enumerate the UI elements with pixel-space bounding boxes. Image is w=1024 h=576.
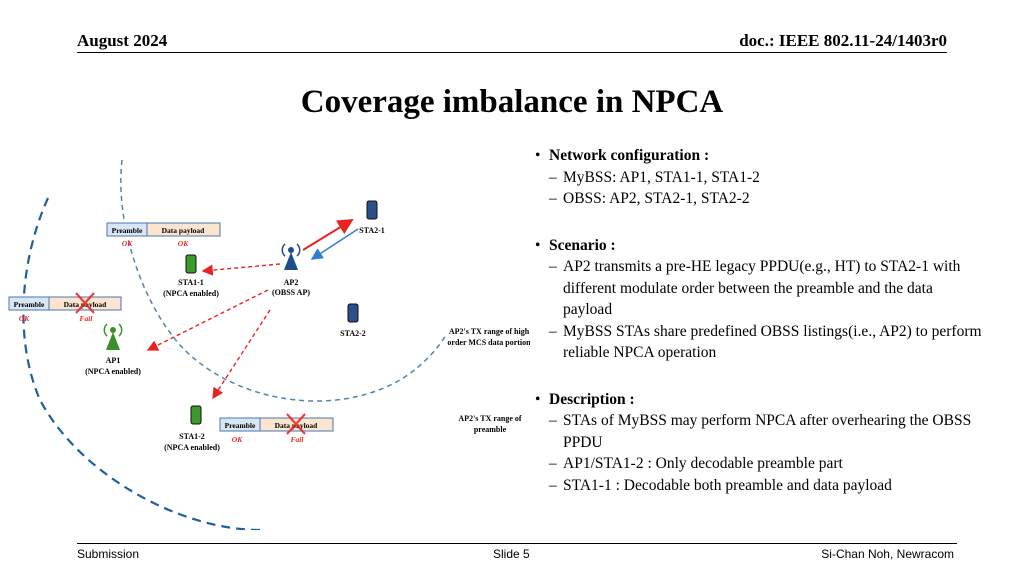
footer-divider [77, 543, 957, 544]
header-date: August 2024 [77, 31, 168, 50]
sub-bullet-text: MyBSS STAs share predefined OBSS listing… [563, 322, 982, 362]
footer-slide-number: Slide 5 [493, 547, 530, 561]
ap2-to-sta12-arrow [212, 309, 271, 400]
sub-bullet: –AP1/STA1-2 : Only decodable preamble pa… [549, 455, 843, 472]
sta11-sublabel: (NPCA enabled) [163, 289, 219, 298]
sta11-label: STA1-1 [178, 278, 204, 287]
sta12-preamble-status: OK [232, 435, 243, 444]
sta22-label: STA2-2 [340, 329, 366, 338]
ap1-tower-icon [103, 323, 123, 350]
sta12-preamble-label: Preamble [225, 421, 256, 430]
ap1-sublabel: (NPCA enabled) [85, 367, 141, 376]
preamble-range-label-line1: AP2's TX range of [458, 414, 522, 423]
network-diagram: AP2 (OBSS AP) STA2-1 STA2-2 STA1-1 (NPCA… [8, 159, 530, 530]
ap2-tower-icon [281, 243, 301, 270]
bullet-scenario: Scenario : [533, 235, 983, 257]
ap2-to-sta21-arrow [302, 218, 354, 251]
footer-submission: Submission [77, 547, 140, 561]
sta21-to-ap2-arrow [310, 228, 359, 260]
data-range-label-line1: AP2's TX range of high [449, 327, 530, 336]
preamble-range-label-line2: preamble [474, 425, 507, 434]
sta21-phone-icon [366, 200, 378, 220]
sta21-label: STA2-1 [359, 226, 385, 235]
sta22-phone-icon [347, 303, 359, 323]
sub-bullet-text: AP2 transmits a pre-HE legacy PPDU(e.g.,… [563, 258, 961, 318]
ap1-preamble-label: Preamble [14, 300, 45, 309]
sub-bullet: –STAs of MyBSS may perform NPCA after ov… [549, 412, 972, 451]
sta11-payload-box [146, 222, 221, 237]
sta11-preamble-status: OK [122, 239, 133, 248]
sub-bullet: –MyBSS: AP1, STA1-1, STA1-2 [549, 168, 760, 186]
sta12-label: STA1-2 [179, 432, 205, 441]
sub-bullet-text: AP1/STA1-2 : Only decodable preamble par… [563, 455, 843, 472]
data-range-label-line2: order MCS data portion [447, 338, 530, 347]
bullet-list: Network configuration : –MyBSS: AP1, STA… [533, 145, 983, 496]
ap2-to-sta11-arrow [201, 263, 281, 276]
header-divider [77, 52, 947, 53]
ap2-sublabel: (OBSS AP) [272, 288, 310, 297]
sta11-payload-status: OK [178, 239, 189, 248]
sub-bullet-text: OBSS: AP2, STA2-1, STA2-2 [563, 190, 750, 207]
bullet-description: Description : [533, 389, 983, 411]
sub-bullet-text: STA1-1 : Decodable both preamble and dat… [563, 476, 892, 494]
sub-bullet: –AP2 transmits a pre-HE legacy PPDU(e.g.… [549, 258, 961, 318]
sta12-sublabel: (NPCA enabled) [164, 443, 220, 452]
ap2-to-ap1-arrow [146, 289, 269, 351]
sta12-payload-status: Fail [291, 435, 305, 444]
header-doc-id: doc.: IEEE 802.11-24/1403r0 [739, 31, 947, 50]
ap1-label: AP1 [106, 356, 121, 365]
bullet-network-config: Network configuration : [533, 145, 983, 167]
sub-bullet-text: MyBSS: AP1, STA1-1, STA1-2 [563, 168, 760, 186]
sta11-payload-label: Data payload [162, 226, 206, 235]
sub-bullet: –OBSS: AP2, STA2-1, STA2-2 [549, 190, 750, 207]
sta12-phone-icon [190, 405, 202, 425]
sta12-fail-x-icon [286, 413, 306, 435]
ap1-fail-x-icon [75, 292, 95, 314]
data-range-arc [120, 159, 447, 402]
ap1-preamble-status: OK [19, 314, 30, 323]
sub-bullet: –MyBSS STAs share predefined OBSS listin… [549, 322, 982, 362]
sub-bullet: –STA1-1 : Decodable both preamble and da… [549, 476, 892, 494]
preamble-range-arc [22, 197, 261, 530]
sta11-phone-icon [185, 254, 197, 274]
ap1-payload-status: Fail [80, 314, 94, 323]
sub-bullet-text: STAs of MyBSS may perform NPCA after ove… [563, 412, 972, 451]
footer-author: Si-Chan Noh, Newracom [821, 547, 954, 561]
sta11-preamble-label: Preamble [112, 226, 143, 235]
ap2-label: AP2 [284, 278, 299, 287]
slide-title: Coverage imbalance in NPCA [300, 84, 724, 120]
